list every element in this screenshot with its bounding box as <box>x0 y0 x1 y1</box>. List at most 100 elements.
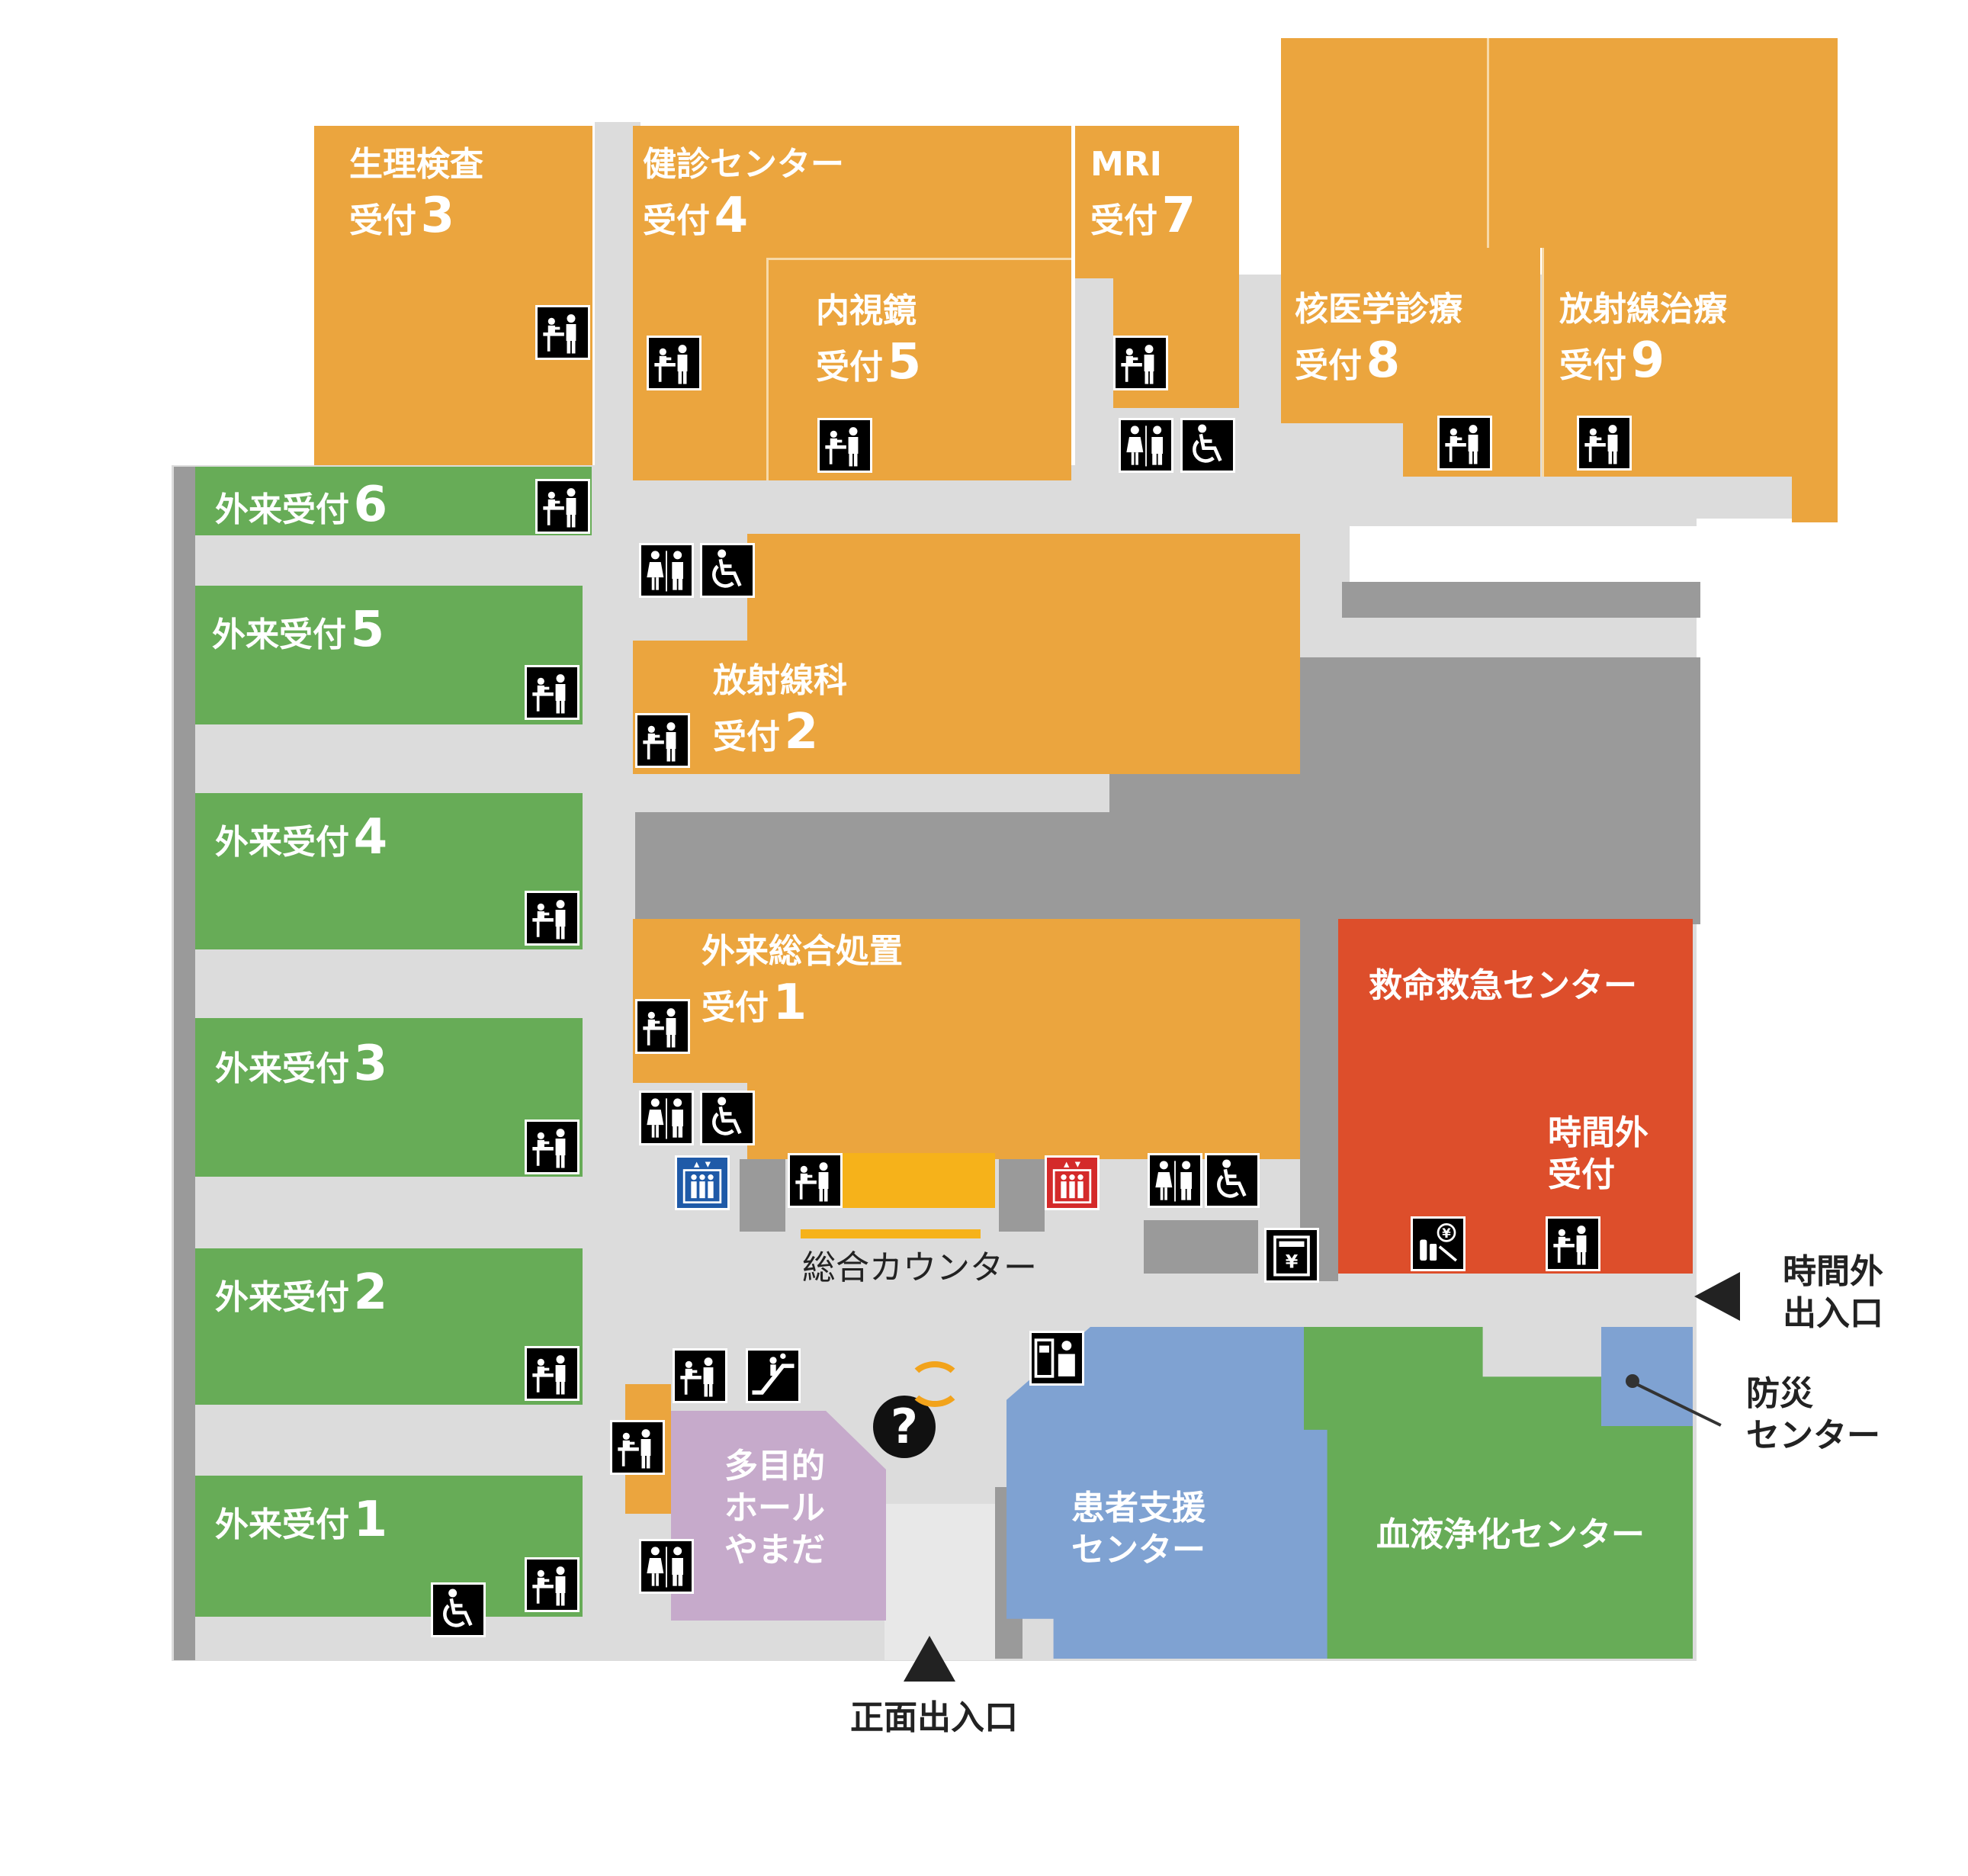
ketsueki-name: 血液浄化センター <box>1376 1515 1645 1554</box>
naishikyo-name: 内視鏡 <box>816 291 917 330</box>
hoshasenka-num: 2 <box>784 704 819 760</box>
kakuigaku-uketsuke: 受付 <box>1295 346 1362 385</box>
wheelchair-icon <box>431 1582 486 1637</box>
entrance-hall <box>884 1504 995 1660</box>
mri-name: MRI <box>1090 145 1163 184</box>
reception-icon <box>610 1420 665 1475</box>
jikangai-line2: 受付 <box>1548 1155 1615 1194</box>
gairai5-name: 外来受付 <box>212 615 346 654</box>
wall-elevator-right <box>999 1155 1045 1232</box>
kenshin-uketsuke: 受付 <box>643 201 710 240</box>
kakuigaku-name: 核医学診療 <box>1295 290 1462 329</box>
reception-icon <box>647 336 701 390</box>
gairai1-name: 外来受付 <box>215 1505 349 1544</box>
gairai3-num: 3 <box>353 1036 388 1092</box>
room-gairai-2 <box>195 1248 583 1405</box>
ticket-machine-icon <box>1029 1331 1084 1386</box>
reception-icon <box>1113 336 1168 390</box>
reception-icon <box>1577 416 1632 471</box>
room-gairai-3 <box>195 1018 583 1177</box>
restroom-icon <box>639 1091 694 1145</box>
kakuigaku-num: 8 <box>1366 332 1401 389</box>
wall-vertical-emergency <box>1300 915 1338 1281</box>
room-hoshasen-chiryo-edge <box>1792 458 1838 522</box>
room-gairai-6 <box>195 467 592 535</box>
gairai5-num: 5 <box>350 602 385 658</box>
after-hours-entrance-line1: 時間外 <box>1783 1252 1883 1291</box>
main-entrance-arrow <box>904 1636 955 1682</box>
reception-icon <box>525 891 579 946</box>
reception-icon <box>525 1557 579 1612</box>
room-gairai-1 <box>195 1476 583 1617</box>
gairai-sogo-uketsuke: 受付 <box>701 988 769 1027</box>
gairai2-num: 2 <box>353 1264 388 1321</box>
reception-icon <box>535 479 590 534</box>
naishikyo-uketsuke: 受付 <box>816 348 883 387</box>
escalator-icon <box>746 1348 801 1403</box>
gairai6-num: 6 <box>353 477 388 533</box>
blank-area-right <box>1704 526 1968 1723</box>
sogo-counter-line <box>801 1229 981 1238</box>
sogo-counter-desk <box>835 1153 995 1208</box>
wall-block-central <box>635 812 1112 924</box>
hoshasenka-name: 放射線科 <box>713 661 847 700</box>
atm-icon <box>1264 1228 1319 1283</box>
room-seiri-kensa <box>314 126 592 465</box>
sogo-counter-label: 総合カウンター <box>802 1248 1037 1287</box>
kenshin-num: 4 <box>714 188 749 244</box>
naishikyo-num: 5 <box>887 334 922 390</box>
room-bosai-center <box>1601 1327 1693 1426</box>
corridor-mri <box>1075 278 1113 477</box>
gairai-sogo-num: 1 <box>772 975 807 1031</box>
reception-icon <box>788 1153 843 1208</box>
restroom-icon <box>639 543 694 598</box>
hoshasen-chiryo-uketsuke: 受付 <box>1559 346 1626 385</box>
bosai-line2: センター <box>1746 1416 1880 1455</box>
after-hours-entrance-arrow <box>1694 1272 1740 1321</box>
mri-uketsuke: 受付 <box>1090 201 1157 240</box>
wall-east-corner <box>1144 1220 1258 1274</box>
room-tamokuteki-hall <box>671 1411 886 1621</box>
elevator-icon <box>675 1155 730 1210</box>
gairai4-num: 4 <box>353 809 388 866</box>
tamokuteki-line1: 多目的 <box>724 1447 825 1486</box>
mri-num: 7 <box>1161 188 1196 244</box>
hoshasen-chiryo-num: 9 <box>1630 332 1665 389</box>
wall-left <box>174 467 195 1660</box>
gairai-sogo-name: 外来総合処置 <box>701 932 903 971</box>
reception-icon <box>635 999 690 1054</box>
gairai1-num: 1 <box>353 1492 388 1548</box>
reception-icon <box>817 418 872 473</box>
reception-icon <box>1437 416 1492 471</box>
restroom-icon <box>1119 418 1173 473</box>
after-hours-entrance-line2: 出入口 <box>1783 1294 1883 1333</box>
gairai4-name: 外来受付 <box>215 823 349 862</box>
tamokuteki-line3: やまだ <box>724 1531 825 1569</box>
seiri-uketsuke: 受付 <box>349 201 416 240</box>
information-icon[interactable]: ? <box>873 1396 936 1458</box>
room-naishikyo <box>766 258 1071 480</box>
wall-block-upper <box>1342 582 1700 618</box>
vending-icon <box>1411 1216 1466 1271</box>
gairai6-name: 外来受付 <box>215 490 349 529</box>
wheelchair-icon <box>1205 1153 1260 1208</box>
main-entrance-label: 正面出入口 <box>850 1698 1018 1737</box>
reception-icon <box>635 713 690 768</box>
wheelchair-icon <box>700 543 755 598</box>
bosai-line1: 防災 <box>1746 1374 1813 1413</box>
gairai2-name: 外来受付 <box>215 1278 349 1317</box>
seiri-name: 生理検査 <box>349 145 483 184</box>
reception-icon <box>535 305 590 360</box>
wheelchair-icon <box>1180 418 1235 473</box>
hoshasenka-uketsuke: 受付 <box>713 718 780 757</box>
hoshasen-chiryo-name: 放射線治療 <box>1559 290 1727 329</box>
kanja-shien-line1: 患者支援 <box>1071 1489 1206 1527</box>
bosai-pointer-dot <box>1626 1374 1639 1388</box>
kanja-shien-line2: センター <box>1071 1531 1206 1569</box>
reception-icon <box>525 1346 579 1401</box>
restroom-icon <box>1148 1153 1202 1208</box>
room-gairai-5 <box>195 586 583 724</box>
restroom-icon <box>639 1539 694 1594</box>
gairai3-name: 外来受付 <box>215 1049 349 1088</box>
